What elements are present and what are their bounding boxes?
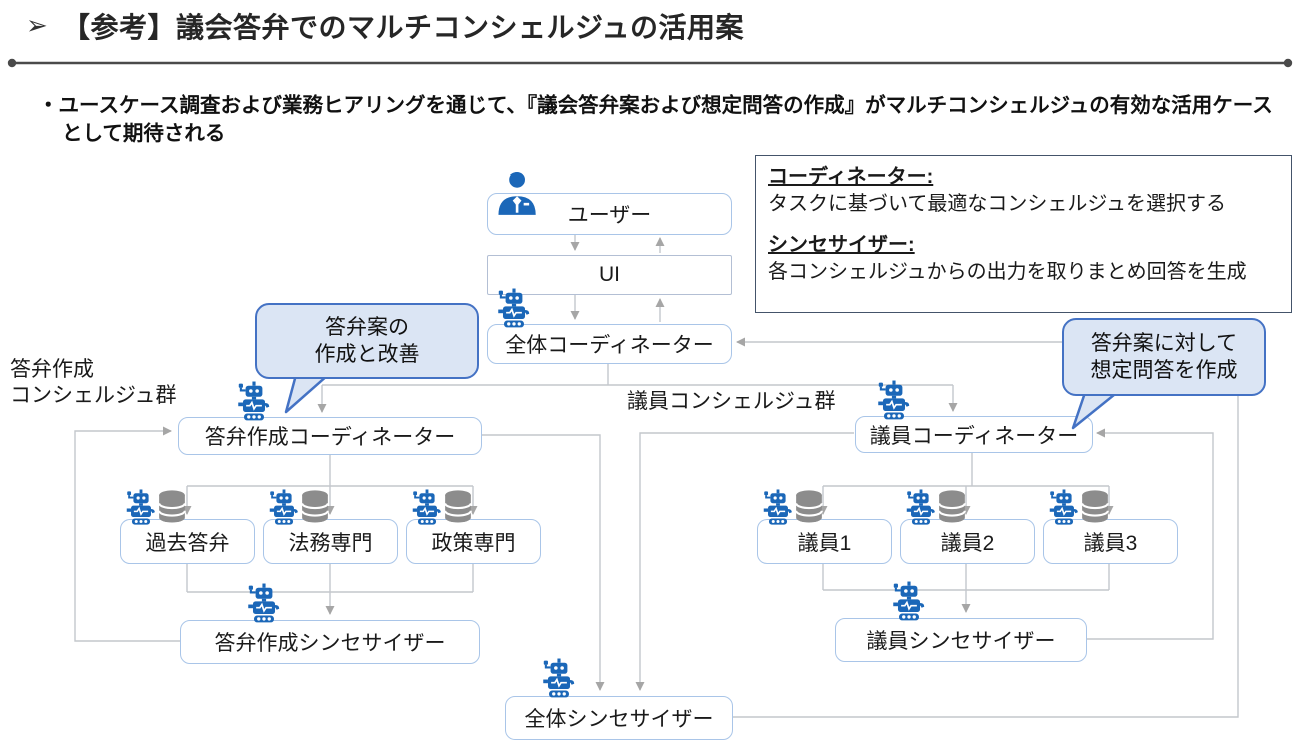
robot-agent-icon [1048,489,1079,526]
title-arrow-icon: ➢ [26,10,48,40]
node-member-synthesizer: 議員シンセサイザー [835,618,1087,662]
node-answer-coordinator: 答弁作成コーディネーター [178,417,482,455]
bullet-marker: ・ [38,94,59,117]
robot-agent-icon [542,658,576,699]
legend-box: コーディネーター: タスクに基づいて最適なコンシェルジュを選択する シンセサイザ… [755,155,1292,313]
answer-group-label: 答弁作成 コンシェルジュ群 [10,357,177,410]
answer-group-label-line1: 答弁作成 [10,358,94,381]
callout-expected-qa-line2: 想定問答を作成 [1090,359,1238,382]
callout-answer-creation-line1: 答弁案の [325,315,409,339]
robot-agent-icon [905,489,936,526]
node-overall-coordinator: 全体コーディネーター [487,324,732,364]
robot-agent-icon [247,583,281,624]
legend-coordinator-term: コーディネーター: [768,166,934,188]
page-title: 【参考】議会答弁でのマルチコンシェルジュの活用案 [62,12,745,43]
node-member3: 議員3 [1043,519,1178,564]
legend-coordinator-desc: タスクに基づいて最適なコンシェルジュを選択する [768,193,1226,215]
database-icon [301,489,329,524]
node-member1: 議員1 [757,519,892,564]
robot-agent-icon [268,489,299,526]
callout-expected-qa: 答弁案に対して 想定問答を作成 [1062,318,1266,396]
node-policy-expert: 政策専門 [406,519,541,564]
node-ui: UI [487,255,732,295]
user-person-icon [498,171,536,215]
node-legal-expert: 法務専門 [263,519,398,564]
robot-agent-icon [762,489,793,526]
robot-agent-icon [497,288,531,329]
database-icon [444,489,472,524]
node-past-answers: 過去答弁 [120,519,255,564]
legend-synthesizer-desc: 各コンシェルジュからの出力を取りまとめ回答を生成 [768,261,1247,283]
node-member2: 議員2 [900,519,1035,564]
robot-agent-icon [411,489,442,526]
database-icon [938,489,966,524]
member-group-label: 議員コンシェルジュ群 [627,390,836,413]
robot-agent-icon [877,380,911,421]
database-icon [1081,489,1109,524]
bullet-text: ユースケース調査および業務ヒアリングを通じて、『議会答弁案および想定問答の作成』… [58,94,1273,145]
node-answer-synthesizer: 答弁作成シンセサイザー [180,620,480,664]
robot-agent-icon [892,581,926,622]
callout-answer-creation-line2: 作成と改善 [314,343,420,366]
legend-synthesizer-term: シンセサイザー: [768,234,915,256]
bullet-point: ・ユースケース調査および業務ヒアリングを通じて、『議会答弁案および想定問答の作成… [38,92,1278,147]
answer-group-label-line2: コンシェルジュ群 [10,384,177,408]
node-overall-synthesizer: 全体シンセサイザー [505,696,733,740]
robot-agent-icon [237,381,271,422]
node-member-coordinator: 議員コーディネーター [855,416,1093,453]
robot-agent-icon [125,489,156,526]
database-icon [158,489,186,524]
database-icon [795,489,823,524]
callout-expected-qa-line1: 答弁案に対して [1090,331,1238,355]
callout-answer-creation: 答弁案の 作成と改善 [255,303,479,379]
